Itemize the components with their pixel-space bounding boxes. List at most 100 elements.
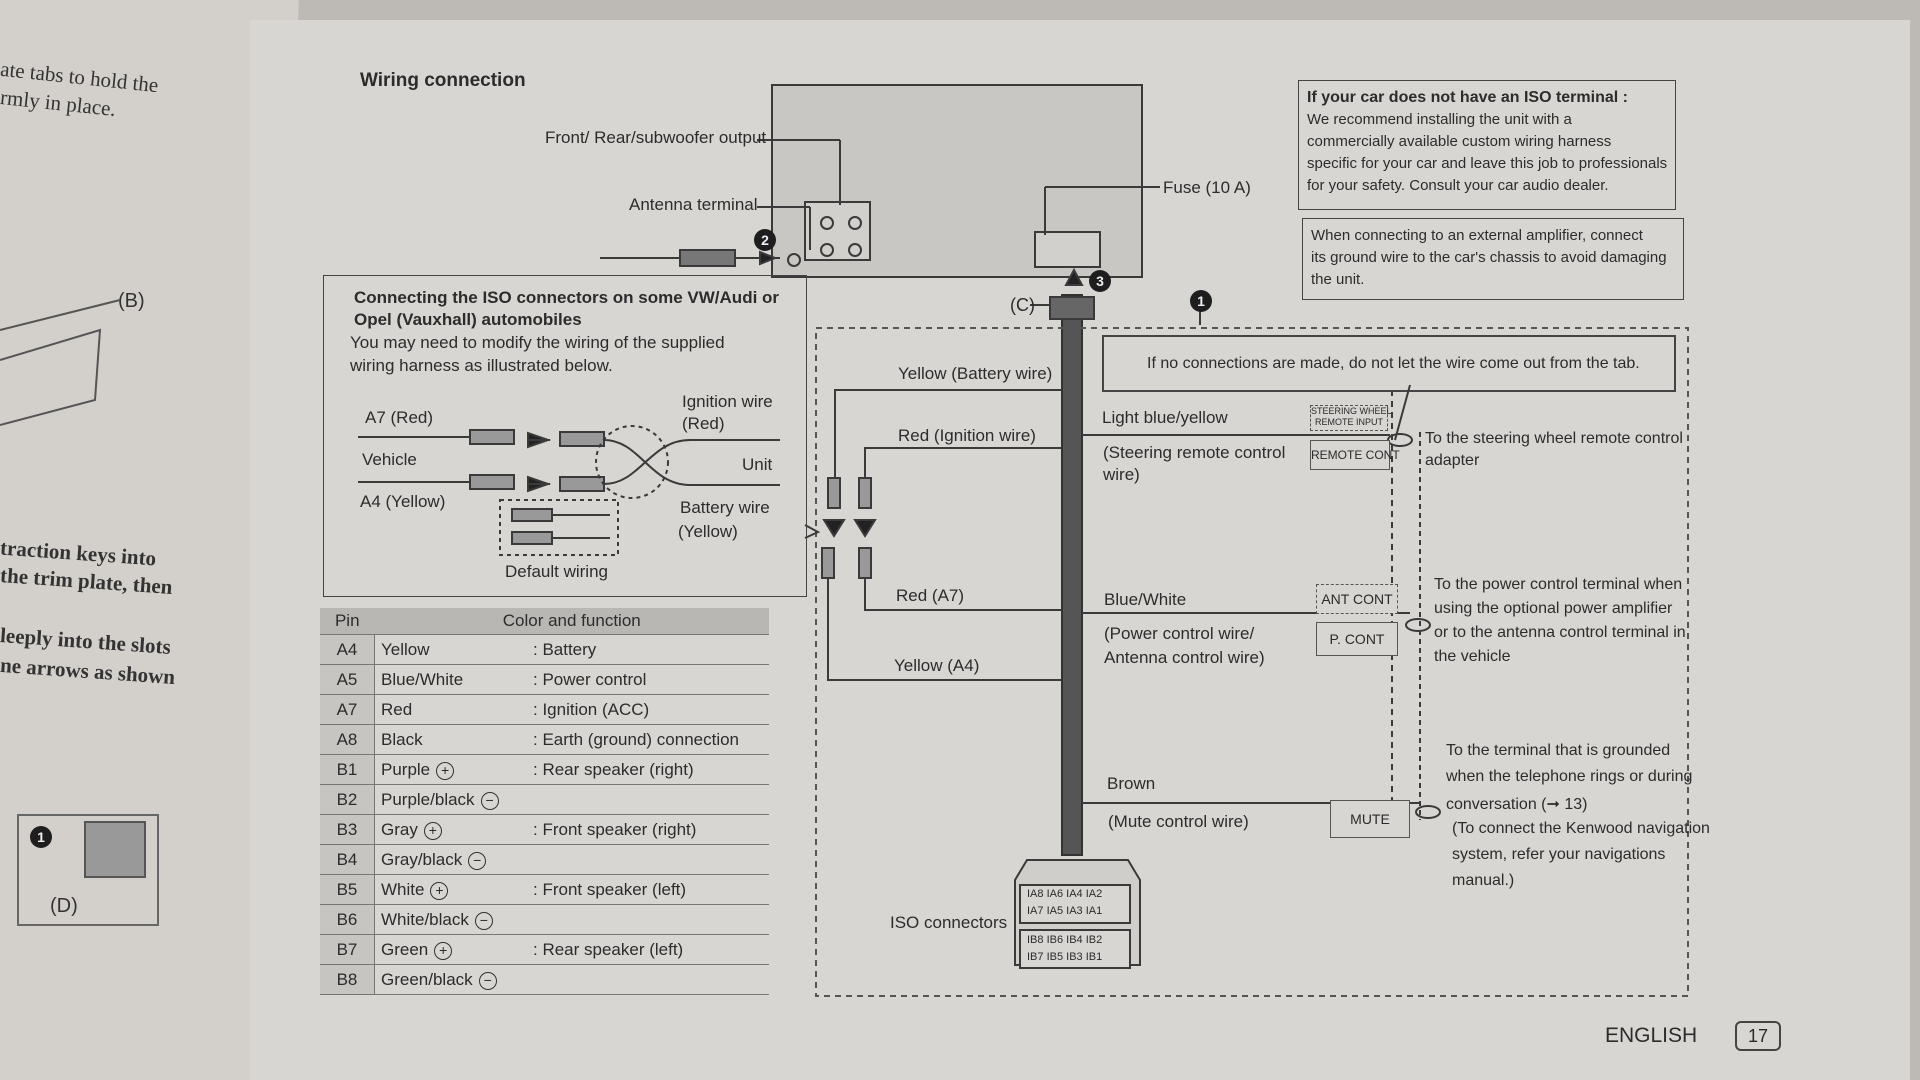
color-text: Gray/black xyxy=(381,849,463,869)
minus-icon: − xyxy=(478,971,497,990)
table-row: A7 Red : Ignition (ACC) xyxy=(320,694,769,725)
function-cell: : Front speaker (left) xyxy=(527,874,769,905)
ant-cont-tag: ANT CONT xyxy=(1316,584,1398,614)
mute-desc: (To connect the Kenwood navigation xyxy=(1452,820,1710,837)
vw-box-title: Opel (Vauxhall) automobiles xyxy=(354,310,582,329)
color-cell: White+ xyxy=(374,874,527,905)
mute-desc: system, refer your navigations xyxy=(1452,846,1666,863)
amplifier-note-line: its ground wire to the car's chassis to … xyxy=(1311,249,1667,266)
left-figure-label-b: (B) xyxy=(118,290,145,312)
fuse-label: Fuse (10 A) xyxy=(1163,178,1251,197)
power-desc: using the optional power amplifier xyxy=(1434,600,1673,617)
p-cont-tag: P. CONT xyxy=(1316,622,1398,656)
plus-icon: + xyxy=(436,761,455,780)
front-rear-output-label: Front/ Rear/subwoofer output xyxy=(545,128,767,147)
blue-white-label: Blue/White xyxy=(1104,590,1187,609)
no-iso-note-line: for your safety. Consult your car audio … xyxy=(1307,177,1609,194)
page-number: 17 xyxy=(1735,1021,1781,1051)
power-desc: the vehicle xyxy=(1434,648,1511,665)
no-iso-note: If your car does not have an ISO termina… xyxy=(1298,80,1676,210)
function-cell: : Power control xyxy=(527,664,769,695)
color-text: Purple/black xyxy=(381,789,475,809)
color-text: Gray xyxy=(381,819,418,839)
steering-tag-line: REMOTE INPUT xyxy=(1314,417,1383,427)
left-callout-1: 1 xyxy=(30,826,52,848)
callout-1: 1 xyxy=(1190,290,1212,312)
function-cell: : Rear speaker (right) xyxy=(527,754,769,785)
pin-cell: B4 xyxy=(320,844,375,875)
color-header: Color and function xyxy=(374,608,769,635)
pin-cell: B1 xyxy=(320,754,375,785)
function-cell: : Battery xyxy=(527,634,769,665)
function-cell xyxy=(527,784,769,815)
color-cell: Gray + xyxy=(374,814,527,845)
yellow-battery-label: Yellow (Battery wire) xyxy=(898,364,1053,383)
no-iso-note-title: If your car does not have an ISO termina… xyxy=(1307,89,1628,106)
steering-desc: adapter xyxy=(1425,452,1480,469)
vw-box-body: You may need to modify the wiring of the… xyxy=(350,333,725,352)
color-text: White/black xyxy=(381,909,469,929)
function-cell: : Rear speaker (left) xyxy=(527,934,769,965)
pin-cell: A7 xyxy=(320,694,375,725)
red-ignition-label: Red (Ignition wire) xyxy=(898,426,1036,445)
mute-wire-label: (Mute control wire) xyxy=(1108,812,1249,831)
iso-connectors-label: ISO connectors xyxy=(890,913,1008,932)
callout-2: 2 xyxy=(754,229,776,251)
vw-box-title: Connecting the ISO connectors on some VW… xyxy=(354,288,780,307)
color-cell: Red xyxy=(374,694,527,725)
amplifier-note: When connecting to an external amplifier… xyxy=(1302,218,1684,300)
vehicle-label: Vehicle xyxy=(362,450,417,469)
function-cell xyxy=(527,904,769,935)
red-a7-label: Red (A7) xyxy=(896,586,965,605)
color-cell: Purple/black− xyxy=(374,784,527,815)
color-text: Yellow xyxy=(381,639,430,659)
color-text: White xyxy=(381,879,425,899)
pin-cell: B2 xyxy=(320,784,375,815)
iso-pin-row: IA7 IA5 IA3 IA1 xyxy=(1027,905,1103,917)
color-cell: Black xyxy=(374,724,527,755)
function-cell: : Earth (ground) connection xyxy=(527,724,769,755)
power-desc: To the power control terminal when xyxy=(1434,576,1683,593)
steering-wire-label: (Steering remote control xyxy=(1103,443,1286,462)
no-iso-note-line: We recommend installing the unit with a xyxy=(1307,111,1572,128)
vw-box-body: wiring harness as illustrated below. xyxy=(350,356,613,375)
color-cell: Yellow xyxy=(374,634,527,665)
remote-cont-tag: REMOTE CONT xyxy=(1310,440,1400,470)
default-wiring-label: Default wiring xyxy=(505,562,608,581)
color-text: Blue/White xyxy=(381,669,464,689)
footer-language: ENGLISH xyxy=(1605,1024,1698,1047)
function-cell xyxy=(527,964,769,995)
mute-desc: when the telephone rings or during xyxy=(1446,768,1693,785)
color-text: Black xyxy=(381,729,423,749)
color-text: Green/black xyxy=(381,969,473,989)
function-cell: : Ignition (ACC) xyxy=(527,694,769,725)
no-iso-note-line: specific for your car and leave this job… xyxy=(1307,155,1668,172)
function-cell xyxy=(527,844,769,875)
battery-yellow-label: (Yellow) xyxy=(678,522,738,541)
minus-icon: − xyxy=(474,911,493,930)
amplifier-note-line: the unit. xyxy=(1311,271,1365,288)
color-text: Red xyxy=(381,699,413,719)
pin-header: Pin xyxy=(320,608,375,635)
steering-wheel-remote-input-tag: STEERING WHEEL REMOTE INPUT xyxy=(1310,405,1392,431)
ignition-wire-label: Ignition wire xyxy=(682,392,773,411)
color-cell: White/black− xyxy=(374,904,527,935)
iso-pin-row: IB7 IB5 IB3 IB1 xyxy=(1027,951,1103,963)
vw-audi-box: Connecting the ISO connectors on some VW… xyxy=(323,275,807,597)
pin-cell: B3 xyxy=(320,814,375,845)
page-heading: Wiring connection xyxy=(360,70,526,91)
mute-desc: conversation (➞ 13) xyxy=(1446,796,1588,813)
ignition-red-label: (Red) xyxy=(682,414,725,433)
plus-icon: + xyxy=(423,821,442,840)
